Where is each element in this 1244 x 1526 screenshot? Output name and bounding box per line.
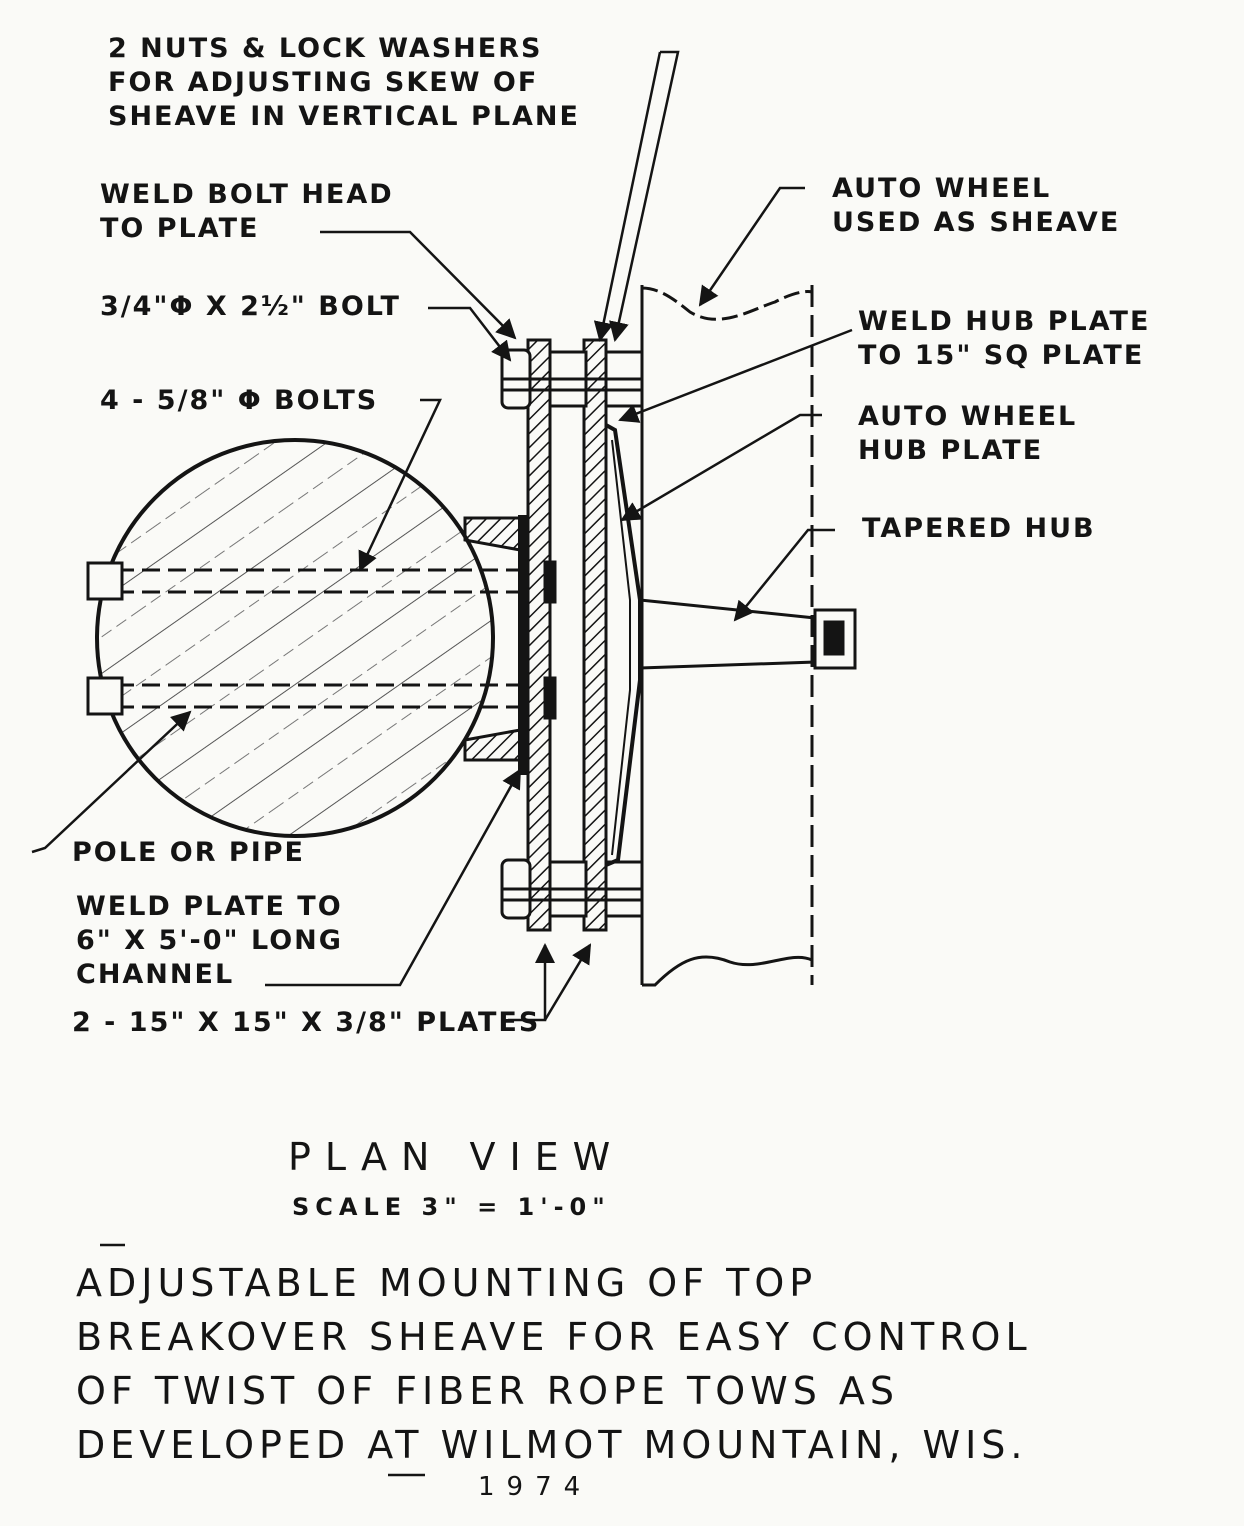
label-nuts-line-1: 2 NUTS & LOCK WASHERS [108,33,543,64]
caption-line-1: ADJUSTABLE MOUNTING OF TOP [76,1261,818,1305]
label-weld-plate-channel: WELD PLATE TO 6" x 5'-0" LONG CHANNEL [76,890,343,992]
label-weld-bolt-head-line-2: TO PLATE [100,213,260,244]
label-nuts-line-3: SHEAVE IN VERTICAL PLANE [108,101,580,132]
label-plates: 2 - 15" x 15" x 3/8" PLATES [72,1007,541,1038]
wheel-sheave [640,285,814,987]
label-auto-wheel-sheave-line-2: USED AS SHEAVE [832,207,1121,238]
year: 1974 [478,1472,593,1502]
label-bolts-58: 4 - 5/8" ϕ BOLTS [100,385,379,416]
caption-line-3: OF TWIST OF FIBER ROPE TOWS AS [76,1369,900,1413]
label-auto-wheel-hub-line-2: HUB PLATE [858,435,1044,466]
caption-line-2: BREAKOVER SHEAVE FOR EASY CONTROL [76,1315,1032,1359]
label-tapered-hub: TAPERED HUB [862,513,1096,544]
caption-line-4: DEVELOPED AT WILMOT MOUNTAIN, WIS. [76,1423,1028,1467]
label-weld-bolt-head: WELD BOLT HEAD TO PLATE [100,178,394,246]
label-auto-wheel-sheave-line-1: AUTO WHEEL [832,173,1052,204]
label-auto-wheel-hub-line-1: AUTO WHEEL [858,401,1078,432]
label-weld-plate-line-1: WELD PLATE TO [76,891,343,922]
mounting-plates [526,338,608,932]
hub-plate [605,423,642,867]
leader-lines [31,50,853,1477]
label-auto-wheel-sheave: AUTO WHEEL USED AS SHEAVE [832,172,1120,240]
scale-label: SCALE 3" = 1'-0" [292,1193,611,1221]
channel [518,515,528,775]
label-weld-hub-plate-line-1: WELD HUB PLATE [858,306,1151,337]
caption: ADJUSTABLE MOUNTING OF TOP BREAKOVER SHE… [76,1256,1032,1472]
label-auto-wheel-hub-plate: AUTO WHEEL HUB PLATE [858,400,1077,468]
tapered-hub [639,598,857,670]
view-title: PLAN VIEW [288,1135,625,1179]
label-nuts-line-2: FOR ADJUSTING SKEW OF [108,67,539,98]
label-nuts-lock-washers: 2 NUTS & LOCK WASHERS FOR ADJUSTING SKEW… [108,32,580,134]
pole-cross-section [95,438,495,838]
label-pole-or-pipe: POLE OR PIPE [72,837,305,868]
label-weld-plate-line-2: 6" x 5'-0" LONG [76,925,343,956]
label-weld-hub-plate-line-2: TO 15" SQ PLATE [858,340,1145,371]
label-weld-plate-line-3: CHANNEL [76,959,235,990]
label-weld-hub-plate: WELD HUB PLATE TO 15" SQ PLATE [858,305,1150,373]
label-bolt-34: 3/4"ϕ x 2½" BOLT [100,291,401,322]
label-weld-bolt-head-line-1: WELD BOLT HEAD [100,179,394,210]
